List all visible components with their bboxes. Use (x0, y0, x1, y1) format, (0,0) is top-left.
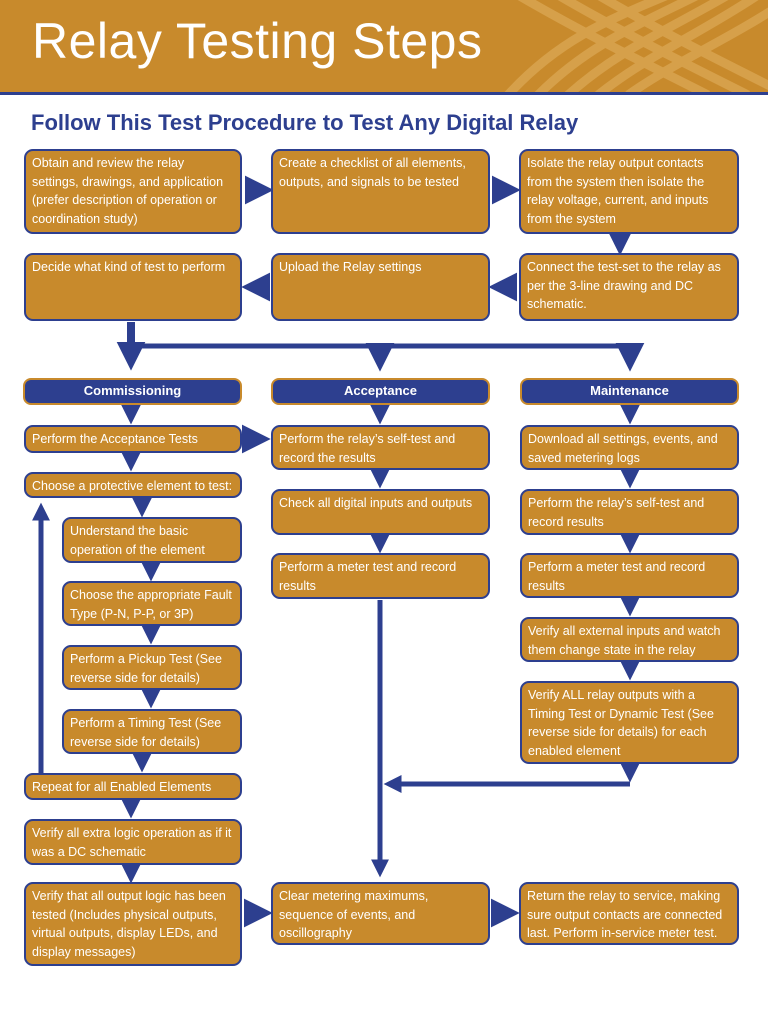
comm-repeat-elements: Repeat for all Enabled Elements (24, 773, 242, 800)
page-title: Relay Testing Steps (32, 13, 483, 69)
comm-pickup-test: Perform a Pickup Test (See reverse side … (62, 645, 242, 690)
acc-clear-metering: Clear metering maximums, sequence of eve… (271, 882, 490, 945)
header-commissioning: Commissioning (23, 378, 242, 405)
step-isolate-relay: Isolate the relay output contacts from t… (519, 149, 739, 234)
comm-perform-acceptance: Perform the Acceptance Tests (24, 425, 242, 453)
comm-choose-fault-type: Choose the appropriate Fault Type (P-N, … (62, 581, 242, 626)
step-create-checklist: Create a checklist of all elements, outp… (271, 149, 490, 234)
procedure-heading: Follow This Test Procedure to Test Any D… (31, 110, 579, 135)
comm-timing-test: Perform a Timing Test (See reverse side … (62, 709, 242, 754)
step-upload-settings: Upload the Relay settings (271, 253, 490, 321)
comm-choose-element: Choose a protective element to test: (24, 472, 242, 498)
mnt-verify-relay-outputs: Verify ALL relay outputs with a Timing T… (520, 681, 739, 764)
header-acceptance: Acceptance (271, 378, 490, 405)
header-banner: Relay Testing Steps (0, 0, 768, 92)
step-connect-test-set: Connect the test-set to the relay as per… (519, 253, 739, 321)
mnt-self-test: Perform the relay’s self-test and record… (520, 489, 739, 535)
header-maintenance: Maintenance (520, 378, 739, 405)
comm-verify-output-logic: Verify that all output logic has been te… (24, 882, 242, 966)
mnt-download-settings: Download all settings, events, and saved… (520, 425, 739, 470)
acc-meter-test: Perform a meter test and record results (271, 553, 490, 599)
step-decide-test: Decide what kind of test to perform (24, 253, 242, 321)
comm-understand-operation: Understand the basic operation of the el… (62, 517, 242, 563)
mnt-verify-external-inputs: Verify all external inputs and watch the… (520, 617, 739, 662)
header-divider (0, 92, 768, 95)
mnt-return-to-service: Return the relay to service, making sure… (519, 882, 739, 945)
comm-verify-extra-logic: Verify all extra logic operation as if i… (24, 819, 242, 865)
weave-decoration (504, 0, 768, 92)
acc-self-test: Perform the relay’s self-test and record… (271, 425, 490, 470)
step-obtain-review: Obtain and review the relay settings, dr… (24, 149, 242, 234)
mnt-meter-test: Perform a meter test and record results (520, 553, 739, 598)
acc-check-digital-io: Check all digital inputs and outputs (271, 489, 490, 535)
